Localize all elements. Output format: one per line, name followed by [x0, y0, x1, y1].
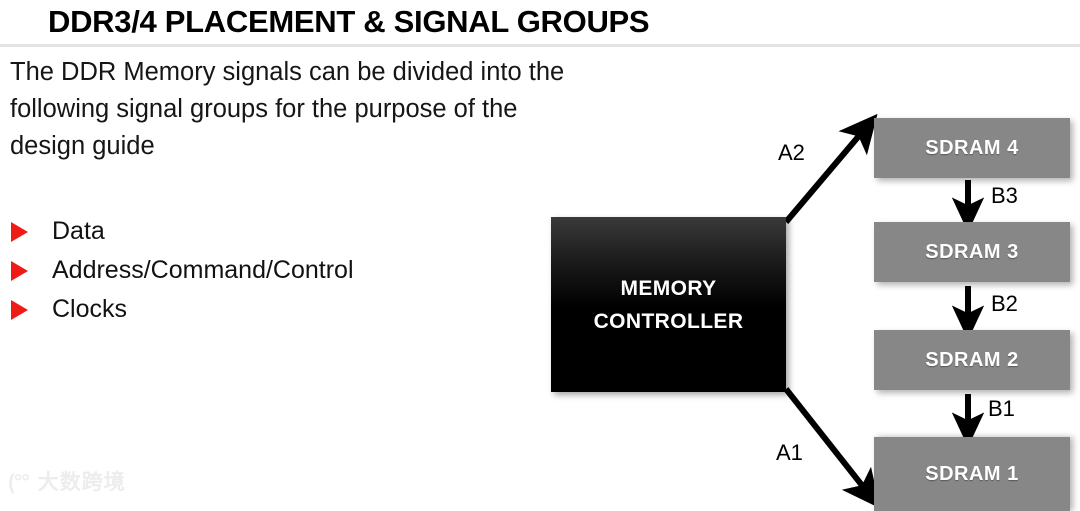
memory-controller-label-line2: CONTROLLER [593, 309, 744, 333]
triangle-bullet-icon [8, 299, 42, 320]
sdram-block-2[interactable]: SDRAM 2 [874, 330, 1070, 390]
connector-a2 [783, 113, 878, 224]
list-item: Address/Command/Control [8, 251, 508, 290]
edge-label-b2: B2 [991, 291, 1018, 316]
signal-group-list: Data Address/Command/Control Clocks [8, 212, 508, 329]
sdram-block-label: SDRAM 4 [925, 136, 1019, 159]
watermark-logo-icon: (°° [8, 471, 30, 494]
list-item-label: Data [52, 217, 105, 245]
body-line-1: The DDR Memory signals can be divided in… [10, 58, 565, 86]
sdram-block-label: SDRAM 2 [925, 348, 1019, 371]
sdram-block-1[interactable]: SDRAM 1 [874, 437, 1070, 511]
watermark-text: 大数跨境 [37, 471, 126, 494]
memory-controller-label-line1: MEMORY [620, 276, 717, 300]
watermark: (°° 大数跨境 [8, 472, 126, 493]
list-item: Clocks [8, 290, 508, 329]
list-item-label: Clocks [52, 295, 128, 323]
edge-label-a1: A1 [776, 440, 803, 465]
list-item-label: Address/Command/Control [52, 256, 354, 284]
sdram-block-4[interactable]: SDRAM 4 [874, 118, 1070, 178]
body-paragraph: The DDR Memory signals can be divided in… [10, 54, 670, 165]
body-line-2: following signal groups for the purpose … [10, 95, 518, 123]
page-title: DDR3/4 PLACEMENT & SIGNAL GROUPS [48, 4, 650, 39]
title-divider [0, 44, 1080, 47]
body-line-3: design guide [10, 132, 155, 160]
memory-controller-block[interactable]: MEMORY CONTROLLER [551, 217, 786, 392]
sdram-block-label: SDRAM 1 [925, 462, 1019, 485]
list-item: Data [8, 212, 508, 251]
edge-label-b3: B3 [991, 183, 1018, 208]
triangle-bullet-icon [8, 221, 42, 242]
sdram-block-label: SDRAM 3 [925, 240, 1019, 263]
edge-label-a2: A2 [778, 140, 805, 165]
edge-label-b1: B1 [988, 396, 1015, 421]
sdram-block-3[interactable]: SDRAM 3 [874, 222, 1070, 282]
triangle-bullet-icon [8, 260, 42, 281]
